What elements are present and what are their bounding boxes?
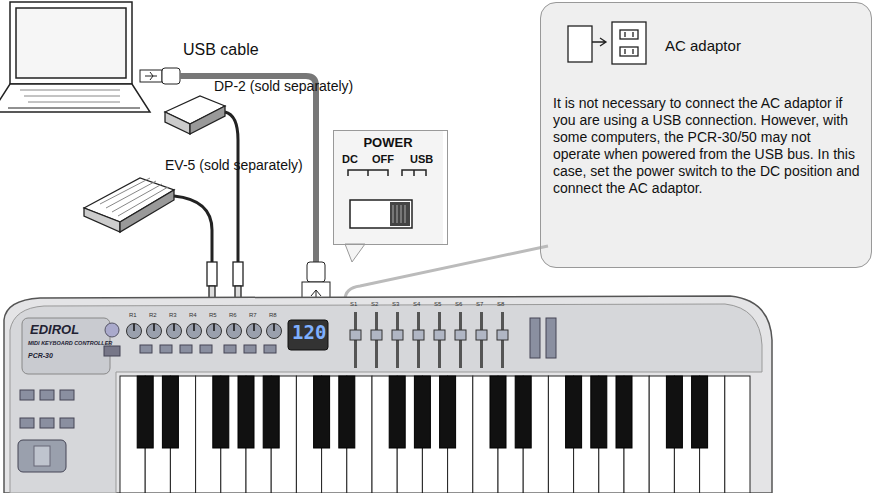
switch-position: USB [410,153,433,166]
slider-cap [497,330,508,340]
knob-pointer [193,324,195,331]
slider-label: S8 [497,301,504,308]
knob-pointer [233,324,235,331]
knob-label: R7 [249,312,257,319]
pedal-label: DP-2 (sold separately) [214,78,353,95]
knob-pointer [173,324,175,331]
black-key [440,376,456,448]
keyboard-body [4,296,772,493]
callout-note: It is not necessary to connect the AC ad… [553,95,861,197]
black-key [616,376,632,448]
black-key [591,376,607,448]
knob [147,324,162,339]
switch-title: POWER [334,135,442,151]
knob [207,324,222,339]
black-key [666,376,682,448]
knob-label: R1 [129,312,137,319]
slider-cap [434,330,445,340]
knob-pointer [153,324,155,331]
laptop [0,2,150,112]
black-key [137,376,153,448]
power-callout-tail [345,244,365,262]
knob [187,324,202,339]
black-key [263,376,279,448]
brand-logo: EDIROL [30,322,79,338]
model-name: PCR-30 [28,352,53,360]
ac-adaptor-icon [568,22,646,64]
black-key [490,376,506,448]
slider-cap [371,330,382,340]
black-key [566,376,582,448]
black-key [515,376,531,448]
slider-cap [392,330,403,340]
black-key [162,376,178,448]
switch-position: DC [342,153,358,166]
knob-label: R5 [209,312,217,319]
knob-label: R8 [269,312,277,319]
slider-label: S3 [392,301,399,308]
black-key [238,376,254,448]
knob [167,324,182,339]
keyboard-parts [120,312,750,493]
switch-position: OFF [372,153,394,166]
knob [127,324,142,339]
knob-pointer [133,324,135,331]
slider-cap [455,330,466,340]
slider-cap [476,330,487,340]
knob-label: R3 [169,312,177,319]
black-key [692,376,708,448]
slider-cap [350,330,361,340]
cable-label: USB cable [183,40,259,59]
ac-callout-fill [540,2,872,268]
ev-5-pedal [84,178,217,300]
black-key [389,376,405,448]
ac-adaptor-callout: AC adaptor It is not necessary to connect… [540,2,872,268]
black-key [314,376,330,448]
knob-label: R4 [189,312,197,319]
black-key [339,376,355,448]
power-switch [348,170,426,228]
pedal-label: EV-5 (sold separately) [165,157,303,174]
black-key [213,376,229,448]
tempo-display: 120 [292,321,326,344]
knob-label: R6 [229,312,237,319]
slider-label: S5 [434,301,441,308]
slider-cap [413,330,424,340]
knob [247,324,262,339]
power-switch-callout: POWER DC OFF USB [333,130,448,245]
knob-pointer [213,324,215,331]
model-description: MIDI KEYBOARD CONTROLLER [28,340,112,347]
white-key [725,376,750,493]
callout-heading: AC adaptor [665,37,741,55]
dp-2-pedal [165,96,243,300]
knob [267,324,282,339]
knob-pointer [273,324,275,331]
slider-label: S7 [476,301,483,308]
slider-label: S2 [371,301,378,308]
power-callout-fill [333,130,443,245]
slider-label: S6 [455,301,462,308]
knob-pointer [253,324,255,331]
slider-label: S4 [413,301,420,308]
slider-label: S1 [350,301,357,308]
black-key [414,376,430,448]
knob [227,324,242,339]
knob-label: R2 [149,312,157,319]
